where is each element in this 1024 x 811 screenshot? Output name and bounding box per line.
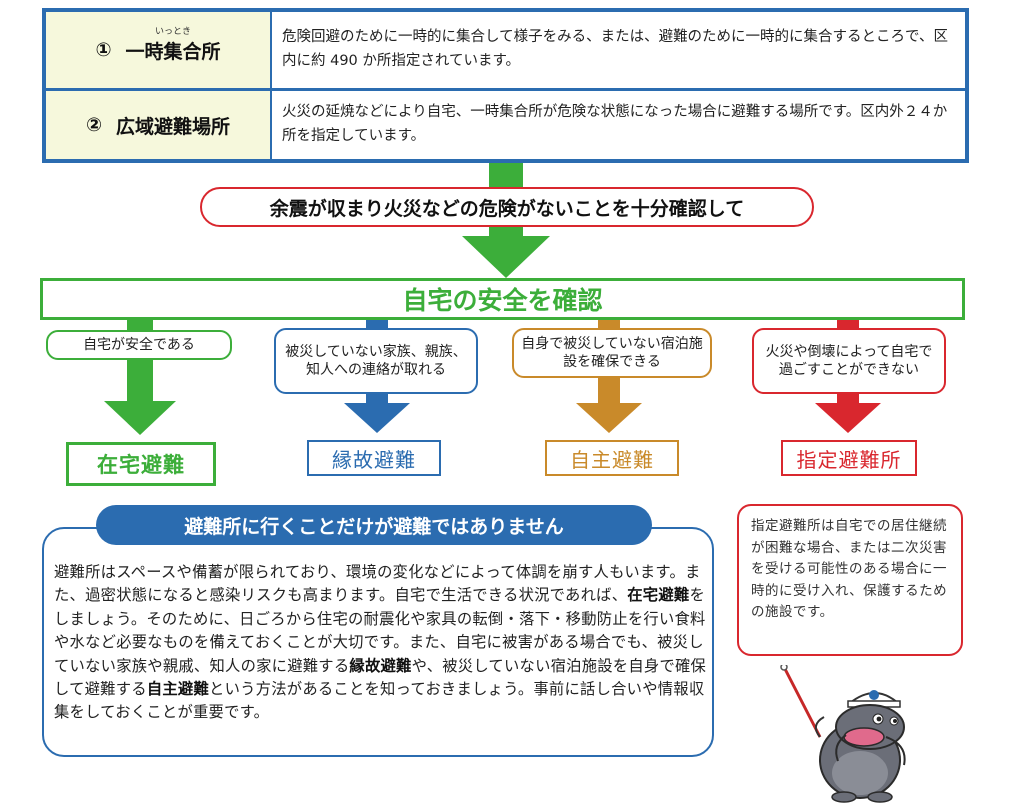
- term-with-ruby: いっとき 一時集合所: [125, 27, 221, 64]
- info-text-segment: 避難所はスペースや備蓄が限られており、環境の変化などによって体調を崩す人もいます…: [54, 563, 701, 605]
- info-text-segment: という方法があることを知っておきましょう。事前に話し合いや情報収集をしておくこと…: [54, 679, 705, 722]
- branch-stem: [127, 320, 153, 332]
- down-arrow-icon: [344, 403, 410, 433]
- flow-stem-top: [489, 163, 523, 189]
- term-label: 広域避難場所: [116, 115, 231, 138]
- info-text-segment: や、被災していない宿泊施設を自身で確保して避難する: [54, 656, 707, 698]
- definition-row-wide-area-evacuation: ② 広域避難場所 火災の延焼などにより自宅、一時集合所が危険な状態になった場合に…: [46, 91, 965, 159]
- definitions-table: ① いっとき 一時集合所 危険回避のために一時的に集合して様子をみる、または、避…: [42, 8, 969, 163]
- down-arrow-icon: [462, 236, 550, 278]
- evacuation-info-box: [42, 527, 714, 757]
- condition-contact-relatives: 被災していない家族、親族、知人への連絡が取れる: [274, 328, 478, 394]
- condition-cannot-stay-home: 火災や倒壊によって自宅で過ごすことができない: [752, 328, 946, 394]
- down-arrow-icon: [815, 403, 881, 433]
- definition-term: ① いっとき 一時集合所: [46, 12, 272, 88]
- info-text-segment: をしましょう。そのために、日ごろから住宅の耐震化や家具の転倒・落下・移動防止を行…: [54, 586, 706, 675]
- info-keyword-stay-home: 在宅避難: [627, 586, 690, 605]
- flow-stem-middle: [489, 227, 523, 237]
- condition-home-safe: 自宅が安全である: [46, 330, 232, 360]
- down-arrow-icon: [104, 401, 176, 435]
- confirm-safety-pill: 余震が収まり火災などの危険がないことを十分確認して: [200, 187, 814, 227]
- condition-secure-lodging: 自身で被災していない宿泊施設を確保できる: [512, 328, 712, 378]
- info-keyword-relative: 縁故避難: [349, 656, 412, 675]
- result-relative-evacuation: 縁故避難: [307, 440, 441, 476]
- definition-description: 危険回避のために一時的に集合して様子をみる、または、避難のために一時的に集合する…: [282, 29, 948, 69]
- definition-description: 火災の延焼などにより自宅、一時集合所が危険な状態になった場合に避難する場所です。…: [282, 104, 948, 144]
- term-label: 一時集合所: [125, 40, 221, 63]
- down-arrow-icon: [576, 403, 642, 433]
- result-stay-at-home: 在宅避難: [66, 442, 216, 486]
- branch-stem: [127, 360, 153, 402]
- designated-shelter-note: 指定避難所は自宅での居住継続が困難な場合、または二次災害を受ける可能性のある場合…: [737, 504, 963, 656]
- info-keyword-self: 自主避難: [146, 679, 210, 698]
- result-self-evacuation: 自主避難: [545, 440, 679, 476]
- branch-stem: [366, 394, 388, 404]
- home-safety-check: 自宅の安全を確認: [40, 278, 965, 320]
- info-body: 避難所はスペースや備蓄が限られており、環境の変化などによって体調を崩す人もいます…: [54, 561, 709, 725]
- definition-term: ② 広域避難場所: [46, 91, 272, 159]
- term-number: ①: [95, 39, 112, 61]
- branch-stem: [598, 378, 620, 404]
- term-number: ②: [85, 114, 103, 136]
- info-title: 避難所に行くことだけが避難ではありません: [96, 505, 652, 545]
- definition-row-temporary-assembly: ① いっとき 一時集合所 危険回避のために一時的に集合して様子をみる、または、避…: [46, 12, 965, 91]
- catfish-mascot-illustration: [780, 665, 906, 803]
- branch-stem: [837, 394, 859, 404]
- term-ruby: いっとき: [155, 26, 192, 37]
- result-designated-shelter: 指定避難所: [781, 440, 917, 476]
